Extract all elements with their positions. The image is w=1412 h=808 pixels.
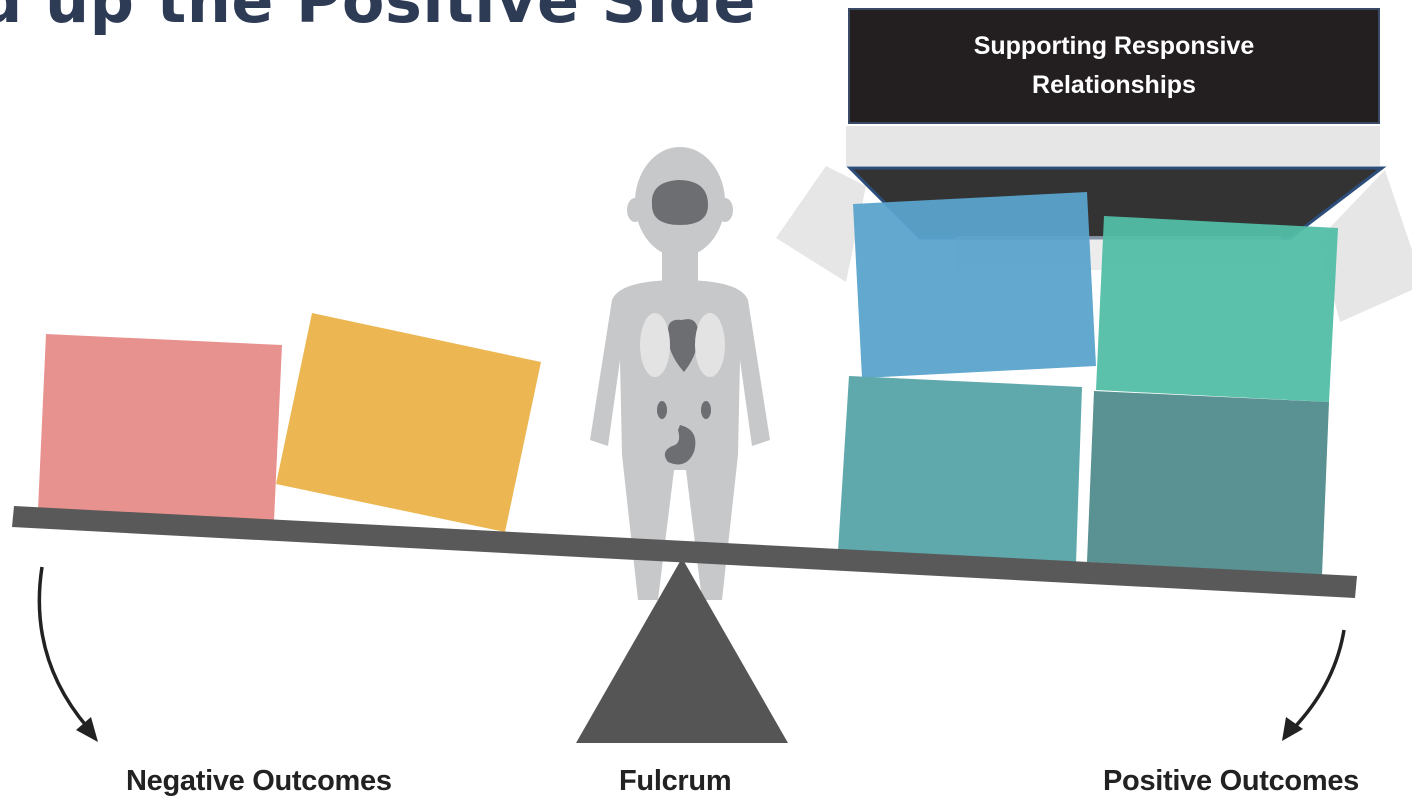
stomach-icon [664, 425, 696, 465]
callout-shadow-right [1318, 170, 1412, 322]
supporting-relationships-callout: Supporting Responsive Relationships [848, 8, 1380, 124]
lung-right [695, 313, 725, 377]
arrow-head-left [76, 717, 98, 742]
page-title: d up the Positive Side [0, 0, 756, 37]
brain-icon [651, 180, 708, 225]
child-organs [640, 180, 725, 465]
arrow-icon [37, 566, 90, 730]
positive-block-green [1096, 216, 1338, 402]
negative-block-yellow [276, 313, 541, 532]
arrow-icon [1290, 629, 1346, 732]
fulcrum-triangle [576, 558, 788, 743]
positive-block-teal [838, 376, 1082, 563]
seesaw-beam [12, 506, 1357, 598]
kidney-icon [701, 401, 711, 419]
heart-icon [667, 319, 699, 372]
positive-block-blue [853, 192, 1096, 378]
negative-outcomes-label: Negative Outcomes [126, 765, 392, 797]
kidney-icon [657, 401, 667, 419]
callout-text: Supporting Responsive Relationships [973, 32, 1255, 99]
callout-shadow-panel [846, 126, 1380, 166]
callout-shadow-left [776, 166, 866, 282]
negative-block-red [38, 334, 282, 521]
fulcrum-label: Fulcrum [619, 765, 732, 797]
lung-left [640, 313, 670, 377]
positive-block-slate [1087, 391, 1329, 575]
arrow-head-right [1282, 717, 1303, 741]
positive-outcomes-label: Positive Outcomes [1103, 765, 1359, 797]
